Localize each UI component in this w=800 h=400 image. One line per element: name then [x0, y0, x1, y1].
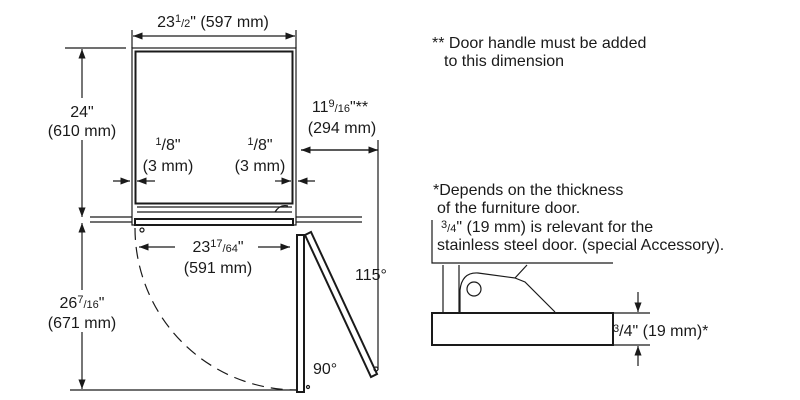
svg-text:** Door handle must be added: ** Door handle must be added	[432, 35, 646, 52]
angle-115-label: 115°	[355, 267, 387, 284]
height-label-in: 24"	[70, 104, 93, 121]
wall-lines	[90, 216, 362, 223]
svg-text:1/8": 1/8"	[247, 136, 272, 154]
svg-text:*Depends on the thickness: *Depends on the thickness	[433, 182, 623, 199]
svg-text:(3 mm): (3 mm)	[235, 158, 286, 175]
inner-width-dimension: 2317/64" (591 mm)	[139, 238, 290, 277]
svg-text:(591 mm): (591 mm)	[184, 260, 252, 277]
svg-text:of the furniture door.: of the furniture door.	[437, 200, 580, 217]
width-dimension: 231/2" (597 mm)	[131, 13, 297, 48]
svg-text:119/16"**: 119/16"**	[312, 98, 368, 116]
svg-text:to this dimension: to this dimension	[444, 53, 564, 70]
door-thickness-label: 3/4" (19 mm)*	[613, 323, 708, 340]
svg-text:2317/64": 2317/64"	[192, 238, 243, 256]
gap-right-dimension: 1/8" (3 mm)	[235, 136, 315, 185]
hinge-detail: 3/4" (19 mm)*	[431, 220, 708, 366]
handle-dimension: 119/16"** (294 mm)	[301, 98, 379, 370]
door-open-115	[303, 230, 379, 379]
svg-text:1/8": 1/8"	[155, 136, 180, 154]
door-open-90	[296, 234, 305, 393]
door-swing: 115° 90°	[134, 227, 387, 393]
door-depth-dimension: 267/16" (671 mm)	[48, 223, 296, 391]
height-label-mm: (610 mm)	[48, 123, 116, 140]
svg-text:(671 mm): (671 mm)	[48, 315, 116, 332]
width-label: 231/2" (597 mm)	[157, 13, 269, 31]
svg-text:(294 mm): (294 mm)	[308, 120, 376, 137]
svg-text:stainless steel door. (special: stainless steel door. (special Accessory…	[437, 237, 724, 254]
svg-text:3/4" (19 mm) is relevant for t: 3/4" (19 mm) is relevant for the	[441, 219, 653, 236]
cabinet	[131, 47, 297, 226]
svg-text:267/16": 267/16"	[60, 294, 105, 312]
thickness-note: *Depends on the thickness of the furnitu…	[433, 182, 724, 254]
svg-text:(3 mm): (3 mm)	[143, 158, 194, 175]
angle-90-label: 90°	[313, 361, 337, 378]
handle-note: ** Door handle must be added to this dim…	[432, 35, 646, 70]
gap-left-dimension: 1/8" (3 mm)	[113, 136, 194, 185]
height-dimension: 24" (610 mm)	[48, 47, 126, 217]
